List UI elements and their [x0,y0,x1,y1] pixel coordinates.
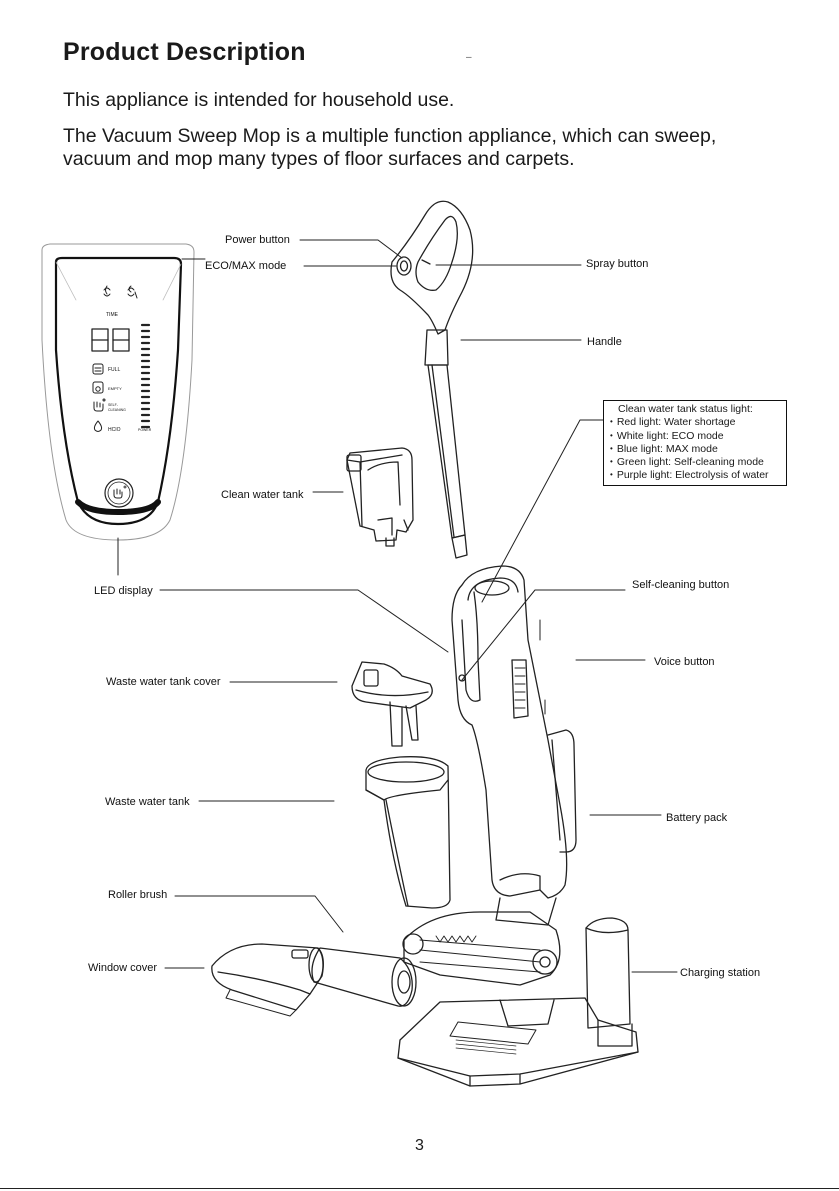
label-spray-button: Spray button [586,258,649,270]
handle-drawing [390,200,474,559]
intro-line-household: This appliance is intended for household… [63,89,455,111]
led-full-label: FULL [108,367,120,373]
status-light-list: Red light: Water shortage White light: E… [610,416,782,482]
status-light-header: Clean water tank status light: [618,403,753,415]
status-light-green: Green light: Self-cleaning mode [610,456,782,469]
water-drop-icon [93,420,103,432]
max-fan-icon [127,285,138,299]
main-body-drawing [451,565,577,899]
self-cleaning-icon [93,398,106,412]
label-battery-pack: Battery pack [666,812,728,824]
clean-water-tank-drawing [346,447,414,547]
battery-level-bars [140,323,151,429]
charging-station-drawing [397,917,639,1087]
led-power-label: POWER [138,428,152,432]
full-tank-icon [92,363,104,375]
led-display-panel [41,243,195,541]
led-hcio-label: HCIO [108,427,121,433]
roller-brush-drawing [308,947,417,1007]
status-light-blue: Blue light: MAX mode [610,443,782,456]
led-self-label: SELF- [108,403,119,407]
label-charging-station: Charging station [680,967,761,979]
status-light-white: White light: ECO mode [610,430,782,443]
callout-lines [117,239,678,973]
label-handle: Handle [587,336,622,348]
eco-fan-icon [103,285,111,297]
panel-self-clean-button-icon [104,478,134,508]
intro-line-function-1: The Vacuum Sweep Mop is a multiple funct… [63,125,717,147]
page-number: 3 [415,1137,424,1154]
waste-water-tank-drawing [365,756,451,909]
label-led-display: LED display [94,585,153,597]
label-waste-water-tank-cover: Waste water tank cover [106,676,221,688]
led-empty-label: EMPTY [108,386,122,391]
label-eco-max-mode: ECO/MAX mode [205,260,287,272]
label-voice-button: Voice button [654,656,715,668]
label-waste-water-tank: Waste water tank [105,796,190,808]
header-dash: – [466,52,472,63]
status-light-purple: Purple light: Electrolysis of water [610,469,782,482]
digit-display [91,328,130,352]
floor-head-drawing [402,897,561,986]
status-light-red: Red light: Water shortage [610,416,782,429]
label-self-cleaning-button: Self-cleaning button [632,579,730,591]
empty-tank-icon [92,381,104,394]
status-light-legend: Clean water tank status light: Red light… [603,400,787,486]
label-roller-brush: Roller brush [108,889,168,901]
label-window-cover: Window cover [88,962,158,974]
label-power-button: Power button [225,234,290,246]
led-time-label: TIME [106,312,119,318]
bottom-rule [0,1188,839,1189]
waste-water-tank-cover-drawing [351,661,433,747]
led-cleaning-label: CLEANING [108,408,126,412]
intro-line-function-2: vacuum and mop many types of floor surfa… [63,148,575,170]
window-cover-drawing [211,943,324,1017]
page-title: Product Description [63,38,306,66]
label-clean-water-tank: Clean water tank [221,489,304,501]
